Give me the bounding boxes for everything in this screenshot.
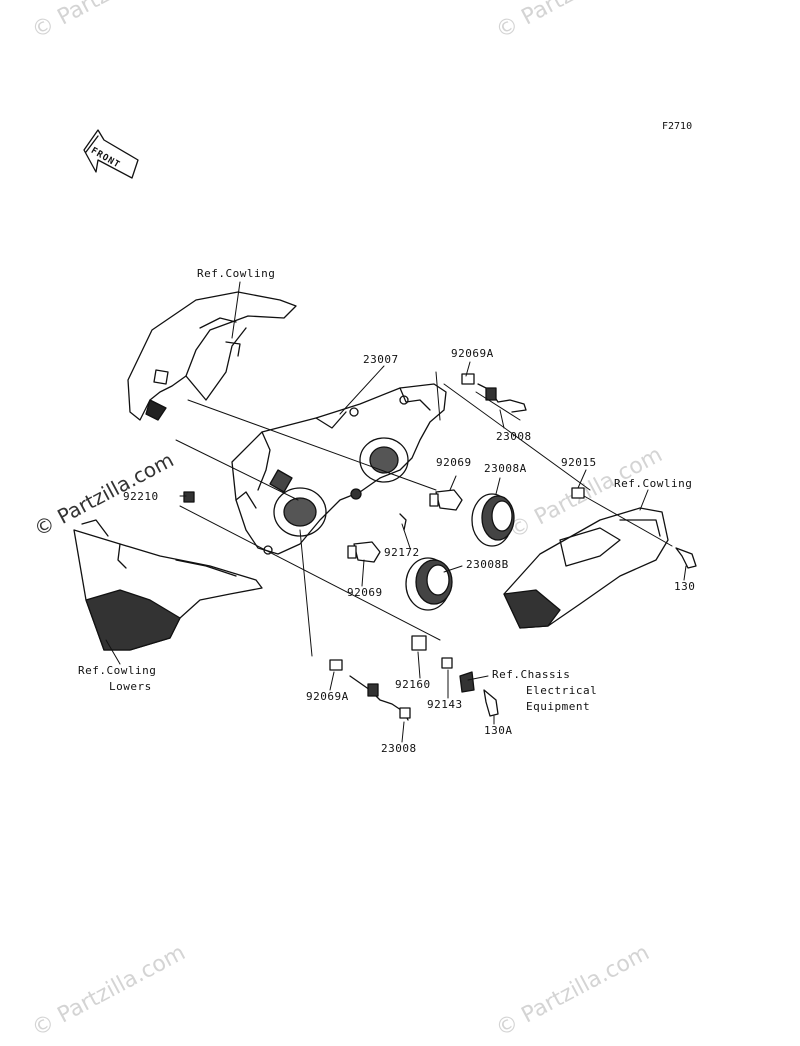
label-ref-cowling-top: Ref.Cowling	[197, 267, 276, 280]
label-92143: 92143	[427, 698, 463, 711]
label-ref-cowling-right: Ref.Cowling	[614, 477, 693, 490]
label-23008A: 23008A	[484, 462, 527, 475]
figure-id: F2710	[662, 121, 693, 132]
label-92210: 92210	[123, 490, 159, 503]
upper-cowling-shape	[127, 291, 297, 421]
right-cowling-shape	[503, 507, 669, 629]
label-92069A-bottom: 92069A	[306, 690, 349, 703]
label-ref-cowling-lowers-1: Ref.Cowling	[78, 664, 157, 677]
label-23008-top: 23008	[496, 430, 532, 443]
front-arrow-icon	[83, 129, 139, 179]
nut-92210	[183, 491, 195, 503]
label-ref-cowling-lowers-2: Lowers	[109, 680, 152, 693]
screw-92172	[399, 513, 407, 531]
dust-cover-23008A	[471, 493, 515, 547]
collar-92143	[441, 657, 453, 669]
label-23008B: 23008B	[466, 558, 509, 571]
bulb-92069-upper	[429, 489, 463, 511]
label-130: 130	[674, 580, 696, 593]
bolt-130A	[483, 689, 499, 717]
bracket-ref-chassis	[459, 671, 475, 693]
label-92160: 92160	[395, 678, 431, 691]
damper-92015	[571, 487, 585, 499]
label-ref-chassis-2: Electrical	[526, 684, 598, 697]
label-23007: 23007	[363, 353, 399, 366]
label-92172: 92172	[384, 546, 420, 559]
grommet-92160	[411, 635, 427, 651]
label-ref-chassis-3: Equipment	[526, 700, 591, 713]
headlight-assembly-shape	[231, 383, 447, 555]
label-92069A-top: 92069A	[451, 347, 494, 360]
label-ref-chassis-1: Ref.Chassis	[492, 668, 571, 681]
label-92069-lower: 92069	[347, 586, 383, 599]
label-92015: 92015	[561, 456, 597, 469]
lower-cowling-shape	[73, 519, 263, 651]
socket-23008-top	[461, 373, 527, 413]
label-130A: 130A	[484, 724, 513, 737]
bolt-130	[675, 547, 697, 569]
socket-23008-bottom	[329, 659, 411, 721]
label-92069-upper: 92069	[436, 456, 472, 469]
dust-cover-23008B	[405, 557, 453, 611]
label-23008-bottom: 23008	[381, 742, 417, 755]
bulb-92069-lower	[347, 541, 381, 563]
